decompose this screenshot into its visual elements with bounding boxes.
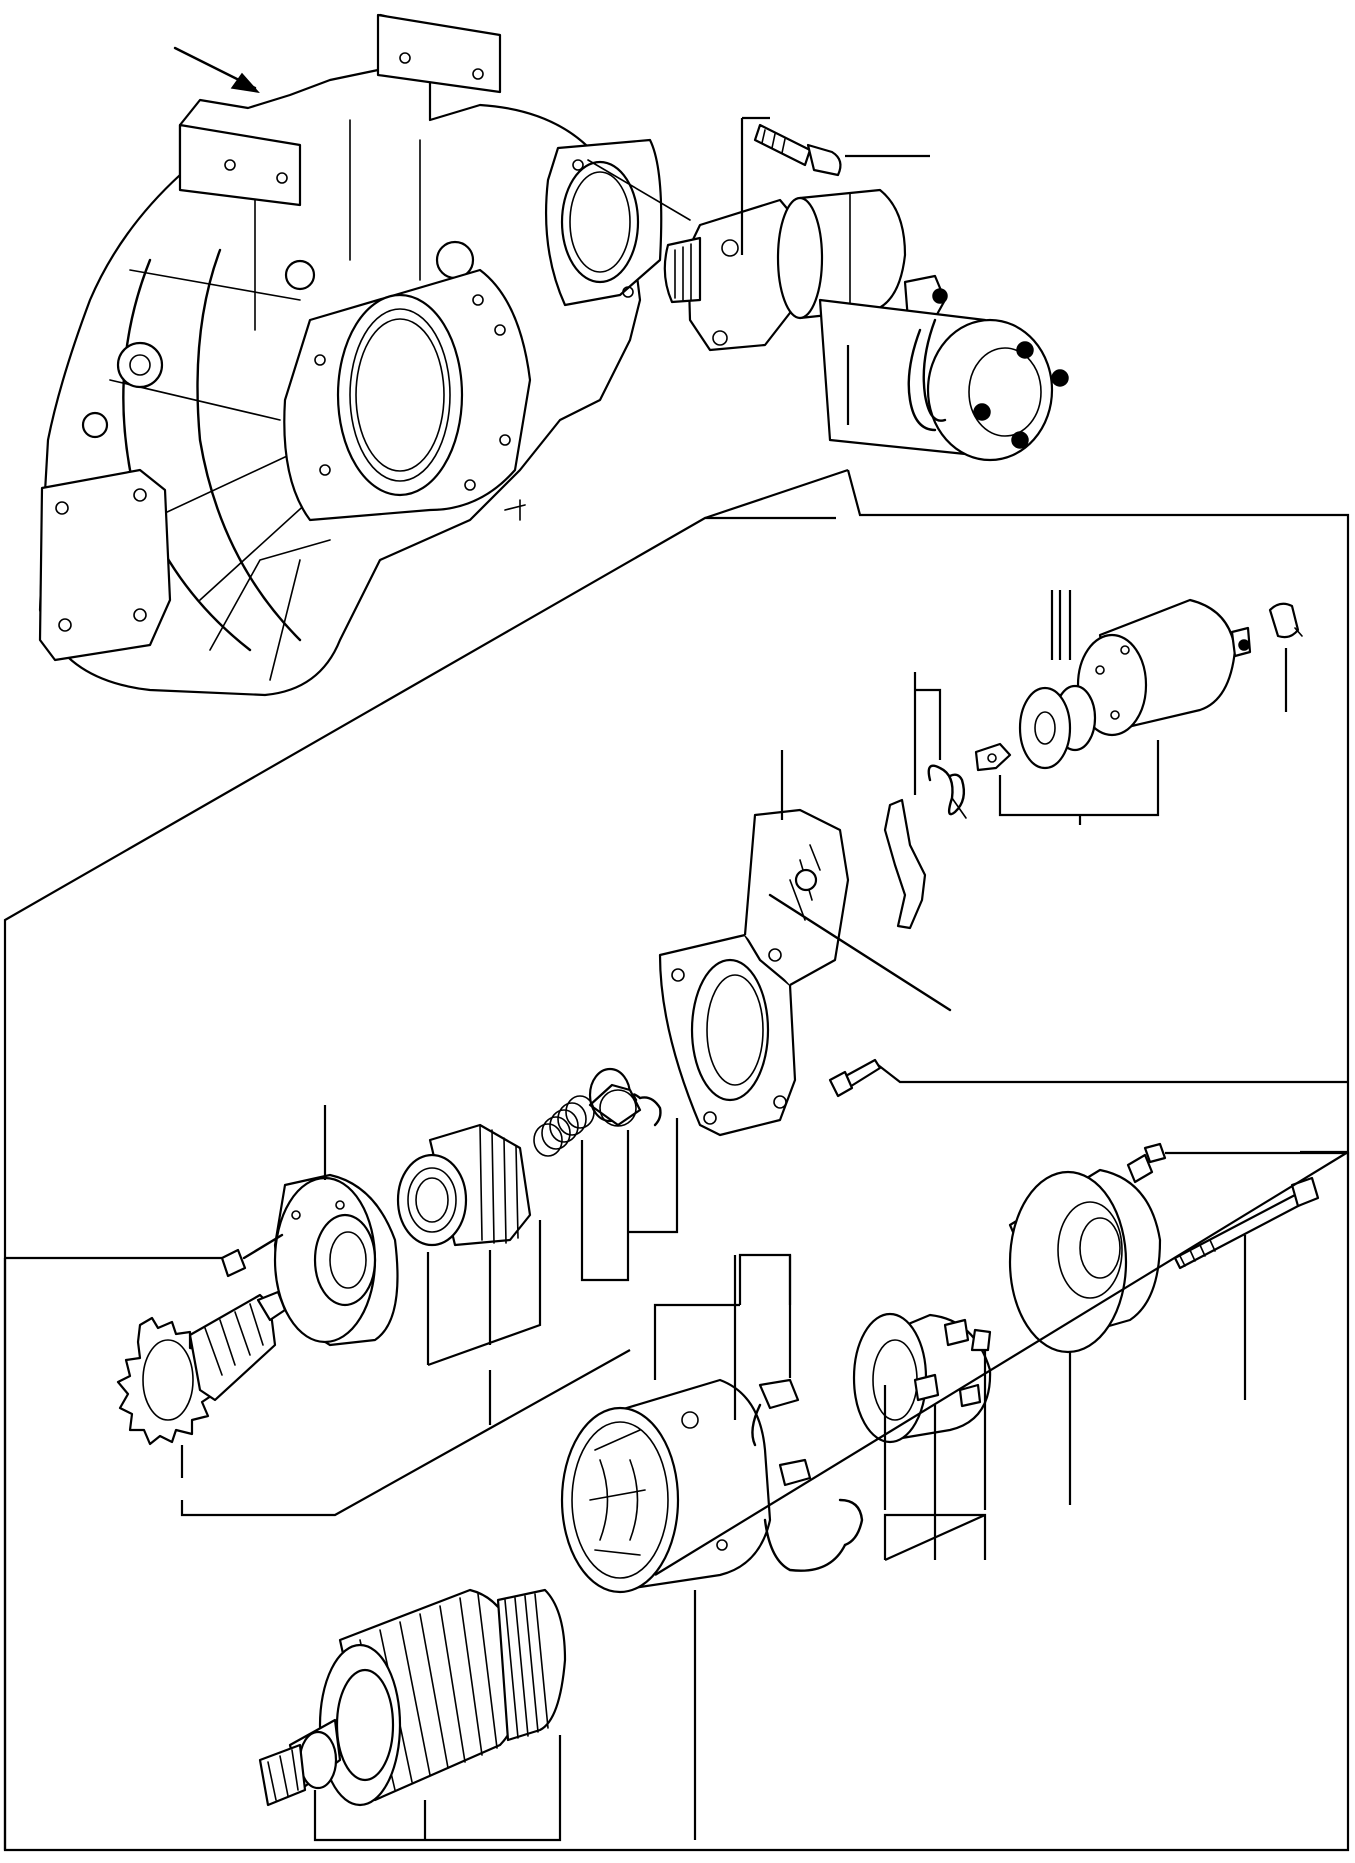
exploded-view-frame (3, 468, 1350, 1852)
brush-holder (852, 1312, 992, 1444)
terminal-cap (1268, 602, 1303, 639)
housing-screw-leader (877, 1064, 1348, 1084)
yoke-field-coil (560, 1378, 864, 1594)
armature-leaders (313, 1735, 562, 1842)
gear-bracket (273, 1173, 399, 1347)
pinion-leaders (180, 1349, 631, 1517)
solenoid-leaders (998, 590, 1288, 825)
bracket-screw (220, 1233, 284, 1278)
stop-collar (588, 1067, 642, 1127)
through-bolt-leaders (1243, 1150, 1348, 1400)
spring-clip (927, 764, 967, 819)
shift-lever (883, 798, 927, 930)
through-bolt (1173, 1176, 1320, 1270)
lever-leaders (913, 672, 942, 795)
clutch-leaders (426, 1220, 542, 1425)
spring-collar-leaders (580, 1118, 679, 1282)
starter-motor-assembly (663, 188, 1069, 462)
overrunning-clutch (396, 1123, 532, 1247)
flywheel-housing (38, 13, 663, 697)
drive-spring (533, 1095, 595, 1157)
yoke-leaders (653, 1253, 792, 1840)
starter-mounting-bolt (753, 123, 842, 177)
housing-screw (828, 1058, 882, 1098)
solenoid-disc-coil (1018, 686, 1072, 770)
pinion-gear (116, 1290, 287, 1446)
drive-housing (658, 808, 952, 1137)
armature (258, 1588, 567, 1807)
frame-connectors (3, 1151, 1349, 1850)
view-arrow (173, 46, 260, 94)
cover-screw (1126, 1142, 1167, 1184)
brush-holder-leaders (883, 1350, 987, 1562)
solenoid-switch (1076, 598, 1252, 737)
leader-lines-top (587, 116, 930, 425)
rear-cover (1008, 1168, 1162, 1354)
